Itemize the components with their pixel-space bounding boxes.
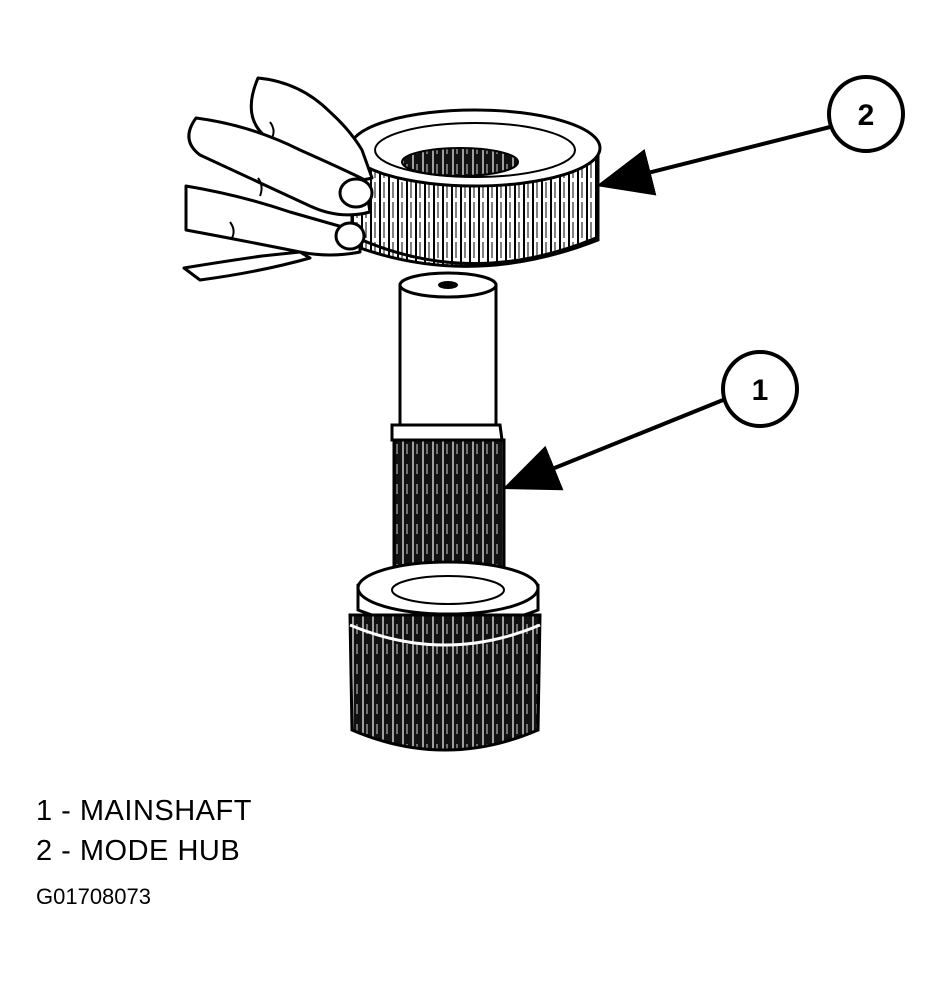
- mainshaft-mode-hub-illustration: 2 1: [182, 75, 905, 752]
- legend-item-mainshaft: 1 - MAINSHAFT: [36, 795, 252, 827]
- callout-2-number: 2: [858, 99, 875, 132]
- callout-2: 2: [596, 75, 905, 196]
- figure-id: G01708073: [36, 884, 151, 909]
- callout-1: 1: [502, 350, 799, 491]
- mainshaft: [348, 271, 542, 752]
- mode-hub: [348, 108, 602, 268]
- callout-1-number: 1: [752, 374, 769, 407]
- legend-item-mode-hub: 2 - MODE HUB: [36, 835, 241, 867]
- hand: [182, 76, 374, 282]
